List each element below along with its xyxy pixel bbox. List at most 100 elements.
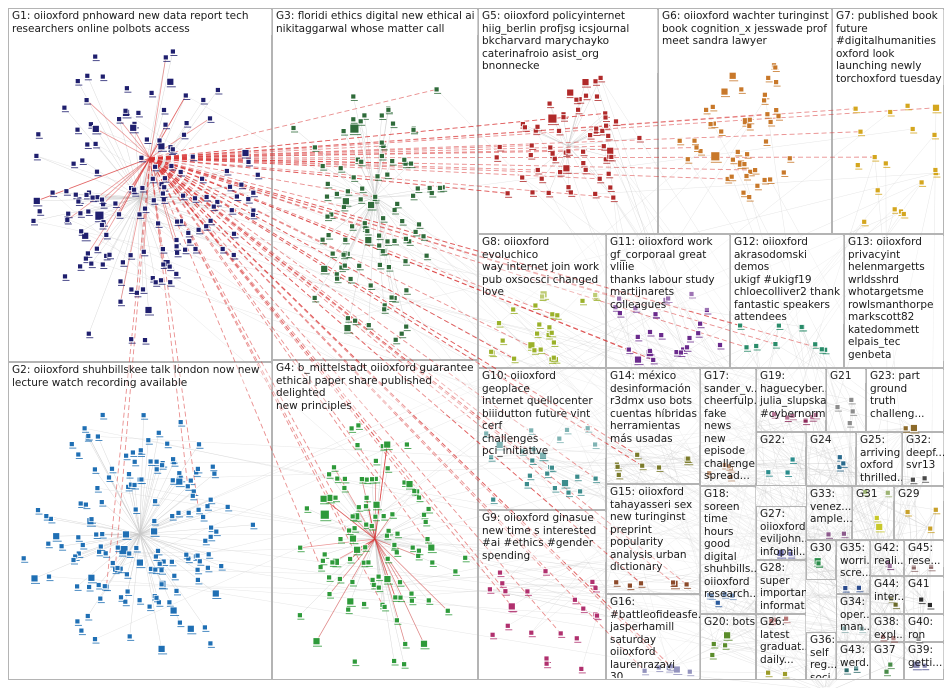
node-avatar[interactable] — [103, 231, 110, 238]
node-avatar[interactable] — [344, 188, 351, 195]
node-avatar[interactable] — [92, 53, 99, 60]
node-avatar[interactable] — [167, 279, 174, 286]
node-avatar[interactable] — [326, 591, 333, 597]
node-avatar[interactable] — [802, 417, 809, 424]
node-avatar[interactable] — [207, 640, 214, 647]
node-avatar[interactable] — [211, 589, 220, 598]
node-avatar[interactable] — [683, 581, 690, 588]
node-avatar[interactable] — [551, 339, 557, 346]
node-avatar[interactable] — [98, 499, 105, 506]
node-avatar[interactable] — [142, 337, 148, 344]
node-avatar[interactable] — [355, 504, 362, 511]
node-avatar[interactable] — [376, 232, 383, 239]
node-avatar[interactable] — [30, 217, 37, 224]
node-avatar[interactable] — [900, 211, 907, 217]
node-avatar[interactable] — [528, 142, 535, 149]
node-avatar[interactable] — [152, 163, 159, 170]
node-avatar[interactable] — [761, 97, 767, 104]
node-avatar[interactable] — [408, 160, 414, 167]
node-avatar[interactable] — [159, 462, 166, 469]
node-avatar[interactable] — [176, 619, 183, 626]
node-avatar[interactable] — [319, 163, 326, 170]
node-avatar[interactable] — [593, 125, 600, 132]
node-avatar[interactable] — [150, 527, 159, 536]
node-avatar[interactable] — [101, 583, 108, 590]
node-avatar[interactable] — [605, 132, 612, 139]
node-avatar[interactable] — [363, 476, 370, 483]
node-avatar[interactable] — [606, 146, 615, 155]
node-avatar[interactable] — [168, 558, 175, 565]
node-avatar[interactable] — [403, 323, 410, 330]
node-avatar[interactable] — [743, 344, 750, 351]
node-avatar[interactable] — [74, 126, 81, 133]
node-avatar[interactable] — [94, 210, 105, 221]
node-avatar[interactable] — [372, 500, 381, 509]
node-avatar[interactable] — [131, 186, 138, 193]
node-avatar[interactable] — [388, 294, 395, 301]
node-avatar[interactable] — [159, 190, 166, 197]
node-avatar[interactable] — [228, 207, 235, 214]
node-avatar[interactable] — [351, 658, 358, 665]
node-avatar[interactable] — [343, 324, 352, 333]
node-avatar[interactable] — [136, 597, 143, 604]
node-avatar[interactable] — [169, 513, 176, 519]
node-avatar[interactable] — [20, 555, 27, 562]
node-avatar[interactable] — [738, 86, 745, 93]
node-avatar[interactable] — [579, 297, 586, 304]
node-avatar[interactable] — [527, 341, 536, 350]
node-avatar[interactable] — [340, 128, 347, 135]
node-avatar[interactable] — [329, 559, 336, 566]
node-avatar[interactable] — [30, 574, 39, 583]
node-avatar[interactable] — [75, 198, 82, 205]
node-avatar[interactable] — [162, 121, 169, 128]
node-avatar[interactable] — [81, 425, 88, 432]
node-avatar[interactable] — [74, 583, 80, 590]
node-avatar[interactable] — [537, 346, 544, 353]
node-avatar[interactable] — [210, 203, 217, 210]
node-avatar[interactable] — [58, 543, 65, 550]
node-avatar[interactable] — [181, 131, 187, 138]
node-avatar[interactable] — [379, 248, 386, 255]
node-avatar[interactable] — [882, 160, 889, 167]
node-avatar[interactable] — [425, 506, 432, 512]
node-avatar[interactable] — [367, 201, 376, 209]
node-avatar[interactable] — [886, 562, 893, 569]
node-avatar[interactable] — [608, 153, 615, 160]
node-avatar[interactable] — [597, 75, 604, 81]
node-avatar[interactable] — [639, 462, 646, 469]
node-avatar[interactable] — [522, 124, 528, 131]
node-avatar[interactable] — [88, 516, 95, 523]
node-avatar[interactable] — [355, 422, 362, 429]
node-avatar[interactable] — [99, 261, 106, 268]
node-avatar[interactable] — [180, 192, 187, 199]
node-avatar[interactable] — [614, 463, 621, 470]
node-avatar[interactable] — [209, 463, 216, 470]
node-avatar[interactable] — [554, 312, 561, 319]
node-avatar[interactable] — [170, 456, 177, 463]
node-avatar[interactable] — [510, 306, 517, 313]
node-avatar[interactable] — [230, 252, 237, 258]
node-avatar[interactable] — [99, 196, 105, 203]
node-avatar[interactable] — [321, 551, 328, 558]
node-avatar[interactable] — [405, 480, 414, 489]
node-avatar[interactable] — [874, 187, 881, 194]
node-avatar[interactable] — [182, 246, 189, 253]
node-avatar[interactable] — [880, 634, 886, 640]
node-avatar[interactable] — [311, 294, 318, 301]
node-avatar[interactable] — [152, 279, 159, 286]
node-avatar[interactable] — [932, 167, 939, 173]
node-avatar[interactable] — [381, 306, 388, 313]
node-avatar[interactable] — [672, 665, 681, 674]
node-avatar[interactable] — [45, 540, 52, 547]
node-avatar[interactable] — [519, 174, 526, 181]
node-avatar[interactable] — [173, 270, 180, 277]
node-avatar[interactable] — [650, 356, 657, 363]
node-avatar[interactable] — [910, 476, 916, 483]
node-avatar[interactable] — [504, 190, 511, 197]
node-avatar[interactable] — [86, 584, 92, 590]
node-avatar[interactable] — [857, 128, 864, 135]
node-avatar[interactable] — [160, 261, 167, 268]
node-avatar[interactable] — [573, 635, 580, 642]
node-avatar[interactable] — [132, 506, 139, 513]
node-avatar[interactable] — [581, 78, 590, 86]
